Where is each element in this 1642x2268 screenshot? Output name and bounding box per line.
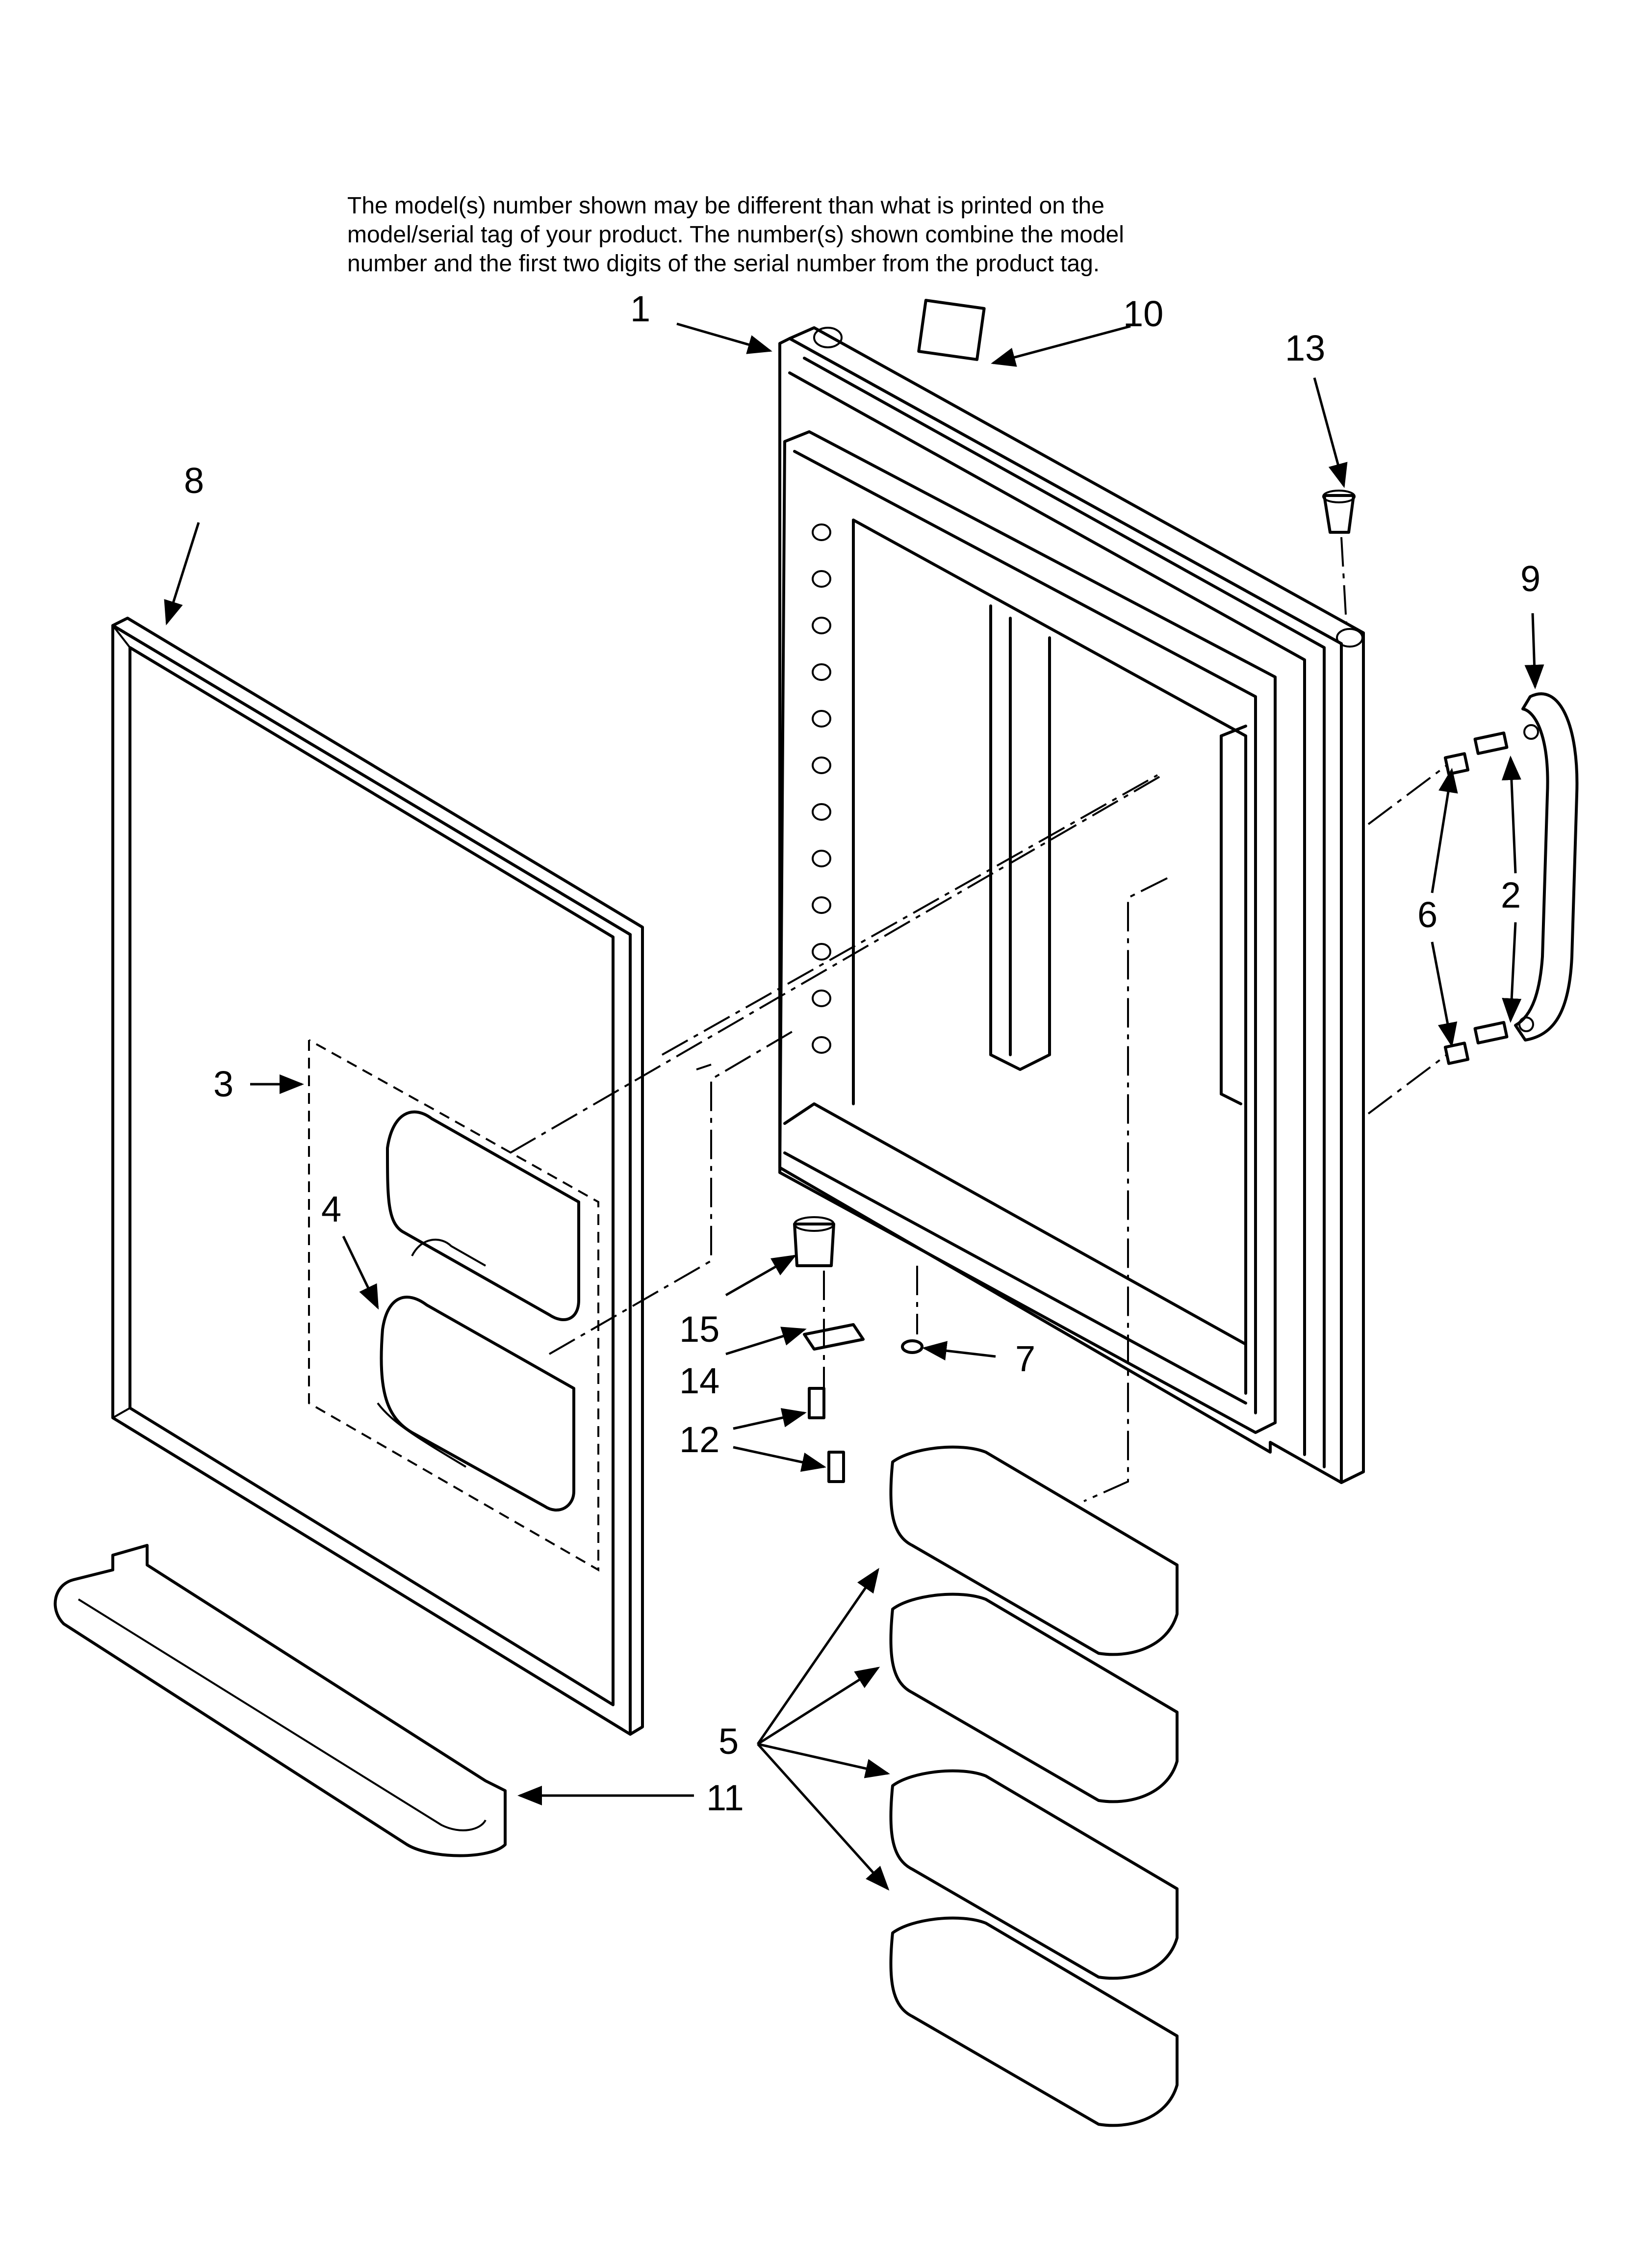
note-line-1: The model(s) number shown may be differe… [347, 193, 1104, 219]
callout-2: 2 [1501, 875, 1521, 915]
callout-10: 10 [1123, 293, 1163, 334]
callout-9: 9 [1520, 558, 1540, 599]
door-liner [778, 326, 1365, 1484]
plug-button [1322, 490, 1356, 624]
door-label [917, 299, 986, 361]
callout-6: 6 [1417, 894, 1437, 935]
model-number-note: The model(s) number shown may be differe… [347, 193, 1124, 277]
door-handle [1514, 692, 1579, 1042]
callout-7: 7 [1015, 1338, 1035, 1379]
dispenser-module [308, 1039, 599, 1572]
door-shelf-bins [889, 1445, 1179, 2127]
callout-4: 4 [321, 1189, 341, 1229]
note-line-3: number and the first two digits of the s… [347, 251, 1100, 277]
handle-spacers [1443, 752, 1470, 1065]
callout-8: 8 [184, 460, 204, 501]
door-panel [111, 617, 644, 1736]
callout-3: 3 [213, 1064, 233, 1104]
hinge-hardware [793, 1216, 924, 1483]
callout-5: 5 [718, 1721, 739, 1762]
callout-15: 15 [679, 1309, 719, 1350]
note-line-2: model/serial tag of your product. The nu… [347, 222, 1124, 248]
callout-14: 14 [679, 1360, 719, 1401]
handle-screws [1473, 731, 1509, 1044]
callout-13: 13 [1285, 328, 1325, 368]
callout-11: 11 [706, 1777, 744, 1818]
callout-12: 12 [679, 1419, 719, 1460]
lower-door-bin [53, 1544, 507, 1857]
callout-1: 1 [630, 288, 650, 329]
shelf-stops [812, 523, 831, 1054]
